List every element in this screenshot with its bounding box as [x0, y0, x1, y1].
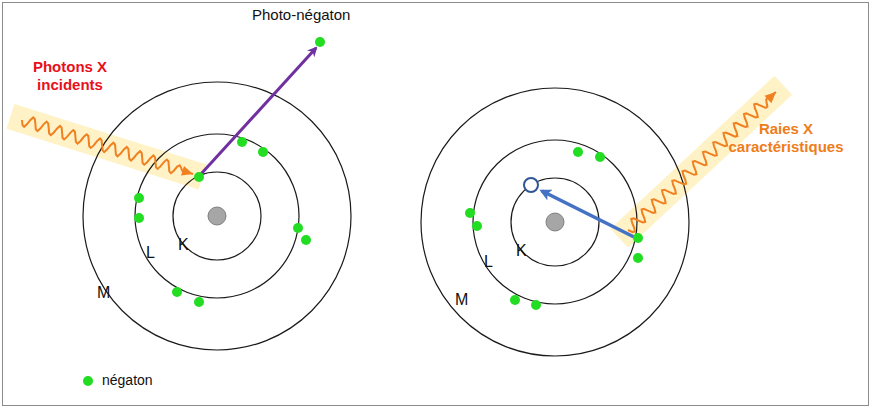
x-ray-wave	[628, 92, 776, 232]
electron	[595, 152, 605, 162]
shell-label: K	[178, 235, 189, 254]
atom-shells	[83, 82, 689, 356]
ejection-arrow	[201, 48, 316, 174]
emitted-electron-label: Photo-négaton	[252, 6, 350, 24]
ray-glow	[619, 85, 783, 238]
electron	[510, 295, 520, 305]
incident-photons-label: Photons X incidents	[20, 58, 120, 94]
transition-arrow	[542, 191, 634, 237]
legend-swatch	[83, 376, 93, 386]
vacancy	[524, 178, 538, 192]
electron	[194, 172, 204, 182]
electron	[633, 253, 643, 263]
shell-label: M	[97, 283, 110, 302]
shell-label: K	[516, 241, 527, 260]
wave-arrowhead	[181, 166, 193, 176]
nucleus	[546, 213, 564, 231]
characteristic-lines-label: Raies X caractéristiques	[716, 120, 856, 156]
electron	[293, 223, 303, 233]
legend-text: négaton	[102, 372, 153, 389]
frame	[3, 3, 869, 406]
electron	[472, 221, 482, 231]
electron	[237, 137, 247, 147]
nucleus	[208, 207, 226, 225]
electron	[194, 297, 204, 307]
wave-arrowhead	[765, 92, 776, 103]
electron	[258, 147, 268, 157]
electron	[531, 300, 541, 310]
electron	[172, 287, 182, 297]
electron	[633, 233, 643, 243]
x-ray-wave	[22, 117, 193, 174]
shell-label: L	[484, 252, 493, 271]
electron	[465, 208, 475, 218]
electron	[301, 235, 311, 245]
electron	[315, 37, 325, 47]
electron	[573, 147, 583, 157]
shell-label: M	[455, 290, 468, 309]
electron	[134, 193, 144, 203]
electron	[134, 213, 144, 223]
shell-label: L	[146, 243, 155, 262]
